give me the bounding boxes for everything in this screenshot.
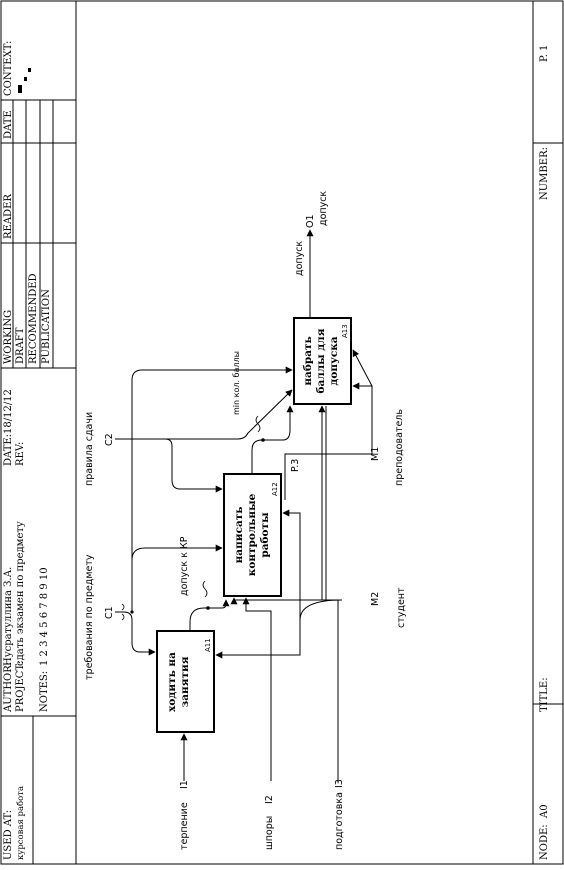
input-label-i1: терпение	[179, 802, 190, 850]
control-label-c1: требования по предмету	[84, 554, 95, 680]
footer: NODE: A0 TITLE: NUMBER: P. 1	[539, 45, 550, 860]
status-draft: DRAFT	[15, 327, 26, 364]
used-at-label: USED AT:	[3, 810, 14, 860]
control-arrow-c1-to-a12[interactable]	[131, 544, 223, 561]
used-at-value: курсовая работа	[15, 786, 26, 860]
mechanism-arrow-m1-to-a13[interactable]	[352, 349, 373, 387]
number-label: NUMBER:	[539, 147, 550, 200]
activity-name-line: написать	[233, 507, 245, 564]
header: USED AT: курсовая работа AUTHOR: Нусрату…	[3, 41, 52, 860]
reference-label: P.3	[290, 459, 301, 472]
arrow-labels: терпение I1 шпоры I2 подготовка I3 требо…	[84, 191, 407, 850]
notes-label: NOTES:	[39, 671, 50, 712]
input-code-i2: I2	[264, 795, 275, 804]
notes-value: 1 2 3 4 5 6 7 8 9 10	[39, 567, 50, 666]
activity-box-a13[interactable]: набрать баллы для допуска A13	[293, 317, 352, 405]
activity-name-line: работы	[259, 512, 271, 558]
label-squiggles	[121, 415, 261, 621]
author-value: Нусратуллина З.А.	[3, 567, 14, 666]
context-thumbnail	[18, 68, 31, 93]
activity-name-line: ходить на	[166, 652, 178, 712]
output-code-o1: O1	[305, 214, 316, 228]
activity-number: A13	[341, 324, 349, 338]
junctions	[130, 438, 265, 614]
arrows	[115, 229, 373, 781]
date2-label: DATE	[3, 110, 14, 139]
reader-label: READER	[3, 194, 14, 239]
date-label: DATE:	[3, 434, 14, 466]
context-label: CONTEXT:	[3, 41, 14, 96]
status-publication: PUBLICATION	[41, 289, 52, 364]
mechanism-arrow-m1[interactable]	[342, 382, 373, 455]
control-arrow-c1[interactable]	[115, 611, 156, 656]
internal-label-min-balls: min кол. баллы	[232, 351, 241, 415]
internal-label-dopusk-kr: допуск к КР	[179, 536, 190, 596]
page-number: P. 1	[539, 45, 550, 62]
mechanism-arrow-m1-branch[interactable]	[284, 453, 342, 500]
control-code-c2: C2	[104, 433, 115, 446]
input-arrow-i2[interactable]	[242, 597, 272, 781]
control-arrow-c2-to-a13[interactable]	[165, 389, 293, 440]
input-label-i3: подготовка	[334, 792, 345, 850]
node-label: NODE:	[539, 824, 550, 860]
input-arrow-i3[interactable]	[318, 405, 339, 781]
activity-name-line: набрать	[302, 336, 314, 385]
internal-label-dopusk: допуск	[294, 241, 305, 276]
activity-boxes: ходить на занятия A11 написать контрольн…	[156, 317, 352, 733]
activity-name-line: допуска	[328, 336, 340, 385]
rev-label: REV:	[15, 442, 26, 466]
output-arrow-a11-to-a12[interactable]	[189, 599, 230, 631]
activity-box-a11[interactable]: ходить на занятия A11	[156, 630, 215, 733]
output-label-o1: допуск	[318, 191, 329, 226]
input-label-i2: шпоры	[264, 816, 275, 850]
activity-name-line: баллы для	[315, 328, 327, 393]
title-label: TITLE:	[539, 677, 550, 712]
output-arrow-a12-to-a13[interactable]	[251, 405, 294, 474]
activity-number: A12	[271, 482, 279, 496]
project-value: сдать экзамен по предмету	[15, 521, 26, 666]
control-label-c2: правила сдачи	[84, 412, 95, 486]
control-code-c1: C1	[104, 606, 115, 619]
mechanism-arrow-m2-to-a13[interactable]	[322, 406, 327, 601]
control-arrow-c1-to-a13[interactable]	[131, 366, 293, 612]
project-label: PROJECT:	[15, 661, 26, 712]
input-code-i3: I3	[334, 779, 345, 788]
author-label: AUTHOR:	[3, 662, 14, 713]
mechanism-arrow-m2-to-a11[interactable]	[215, 599, 343, 659]
date-value: 18/12/12	[3, 389, 14, 434]
mechanism-arrow-m2-to-a12[interactable]	[282, 509, 301, 620]
input-code-i1: I1	[179, 780, 190, 789]
status-working: WORKING	[3, 310, 14, 364]
mechanism-label-m1: преподователь	[394, 409, 405, 486]
mechanism-code-m2: M2	[370, 592, 381, 606]
mechanism-label-m2: студент	[396, 587, 407, 628]
control-arrow-c2[interactable]	[115, 438, 223, 493]
activity-name-line: занятия	[179, 656, 191, 707]
mechanism-arrow-m2[interactable]	[230, 597, 342, 605]
activity-name-line: контрольные	[246, 493, 258, 576]
status-recommended: RECOMMENDED	[28, 273, 39, 364]
activity-box-a12[interactable]: написать контрольные работы A12	[223, 473, 282, 597]
node-value: A0	[539, 804, 550, 819]
activity-number: A11	[204, 638, 212, 652]
mechanism-code-m1: M1	[370, 447, 381, 461]
